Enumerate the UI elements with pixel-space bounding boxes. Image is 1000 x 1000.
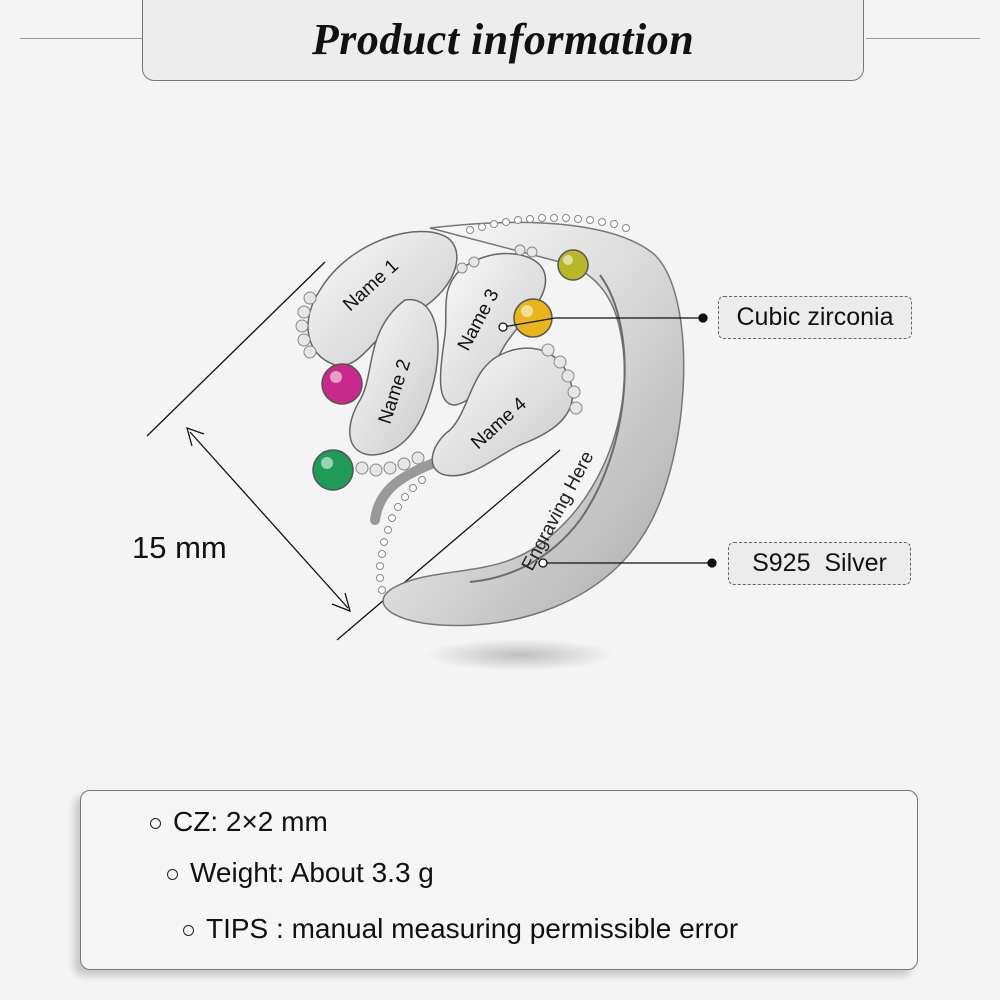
callout-s925-silver: S925 Silver bbox=[728, 542, 911, 585]
spec-cz-text: CZ: 2×2 mm bbox=[173, 806, 328, 837]
dimension-lines bbox=[146, 261, 561, 641]
gem-olive bbox=[557, 249, 589, 281]
bullet-icon bbox=[183, 925, 194, 937]
bullet-icon bbox=[167, 869, 178, 881]
header-rule-right bbox=[866, 38, 980, 39]
header-rule-left bbox=[20, 38, 142, 39]
spec-panel bbox=[80, 790, 918, 970]
spec-weight-text: Weight: About 3.3 g bbox=[190, 857, 434, 888]
header-banner: Product information bbox=[142, 0, 864, 81]
gem-pink bbox=[321, 363, 363, 405]
bullet-icon bbox=[150, 818, 161, 830]
spec-tips-text: TIPS : manual measuring permissible erro… bbox=[206, 913, 739, 944]
ring-shadow bbox=[425, 639, 615, 671]
gem-green bbox=[312, 449, 354, 491]
page-title: Product information bbox=[311, 14, 695, 64]
foot-3: Name 3 bbox=[439, 244, 547, 406]
foot-1: Name 1 bbox=[295, 230, 458, 367]
callout-cubic-zirconia: Cubic zirconia bbox=[718, 296, 912, 339]
dimension-label: 15 mm bbox=[132, 530, 227, 565]
foot-4: Name 4 bbox=[431, 343, 583, 477]
callout-s925-silver-text: S925 Silver bbox=[752, 549, 887, 577]
spec-cz-size: CZ: 2×2 mm bbox=[150, 806, 328, 838]
callout-cubic-zirconia-text: Cubic zirconia bbox=[736, 303, 894, 331]
foot-2: Name 2 bbox=[349, 299, 439, 477]
gem-yellow bbox=[513, 298, 553, 338]
callout-leaders bbox=[498, 313, 717, 568]
spec-tips: TIPS : manual measuring permissible erro… bbox=[183, 913, 738, 945]
spec-weight: Weight: About 3.3 g bbox=[167, 857, 434, 889]
